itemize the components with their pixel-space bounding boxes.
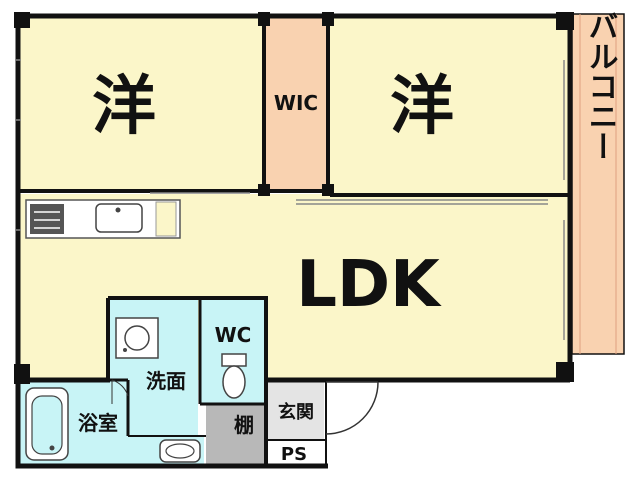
wic-label: WIC xyxy=(274,91,318,115)
washbasin-icon xyxy=(159,439,201,463)
bathtub-icon xyxy=(25,387,69,461)
western-room-right xyxy=(330,18,570,194)
stove-icon xyxy=(30,204,64,234)
shelf xyxy=(206,404,266,464)
windows xyxy=(15,59,565,340)
balcony-label: バルコニー xyxy=(583,11,618,161)
ps-box xyxy=(266,442,322,464)
kitchen-counter xyxy=(25,199,181,239)
wc-label: WC xyxy=(215,323,252,347)
western-room-right-label: 洋 xyxy=(390,70,454,144)
washroom-label: 洗面 xyxy=(146,369,186,393)
inner-walls xyxy=(18,16,570,466)
balcony xyxy=(571,13,625,355)
sink-icon xyxy=(95,203,143,233)
western-room-left xyxy=(18,18,262,190)
wic-room xyxy=(266,18,326,190)
entrance-door xyxy=(325,381,379,435)
washroom-door xyxy=(111,379,129,404)
bathroom-label: 浴室 xyxy=(78,411,118,435)
ps-label: PS xyxy=(281,444,307,465)
outer-walls xyxy=(15,13,573,469)
shelf-label: 棚 xyxy=(234,413,254,437)
western-room-left-label: 洋 xyxy=(92,70,156,144)
washing-machine-icon xyxy=(115,317,159,359)
entrance-label: 玄関 xyxy=(278,401,314,423)
ldk-label: LDK xyxy=(296,248,442,322)
entrance xyxy=(266,380,324,440)
pillars xyxy=(14,12,574,384)
toilet-icon xyxy=(221,353,247,399)
